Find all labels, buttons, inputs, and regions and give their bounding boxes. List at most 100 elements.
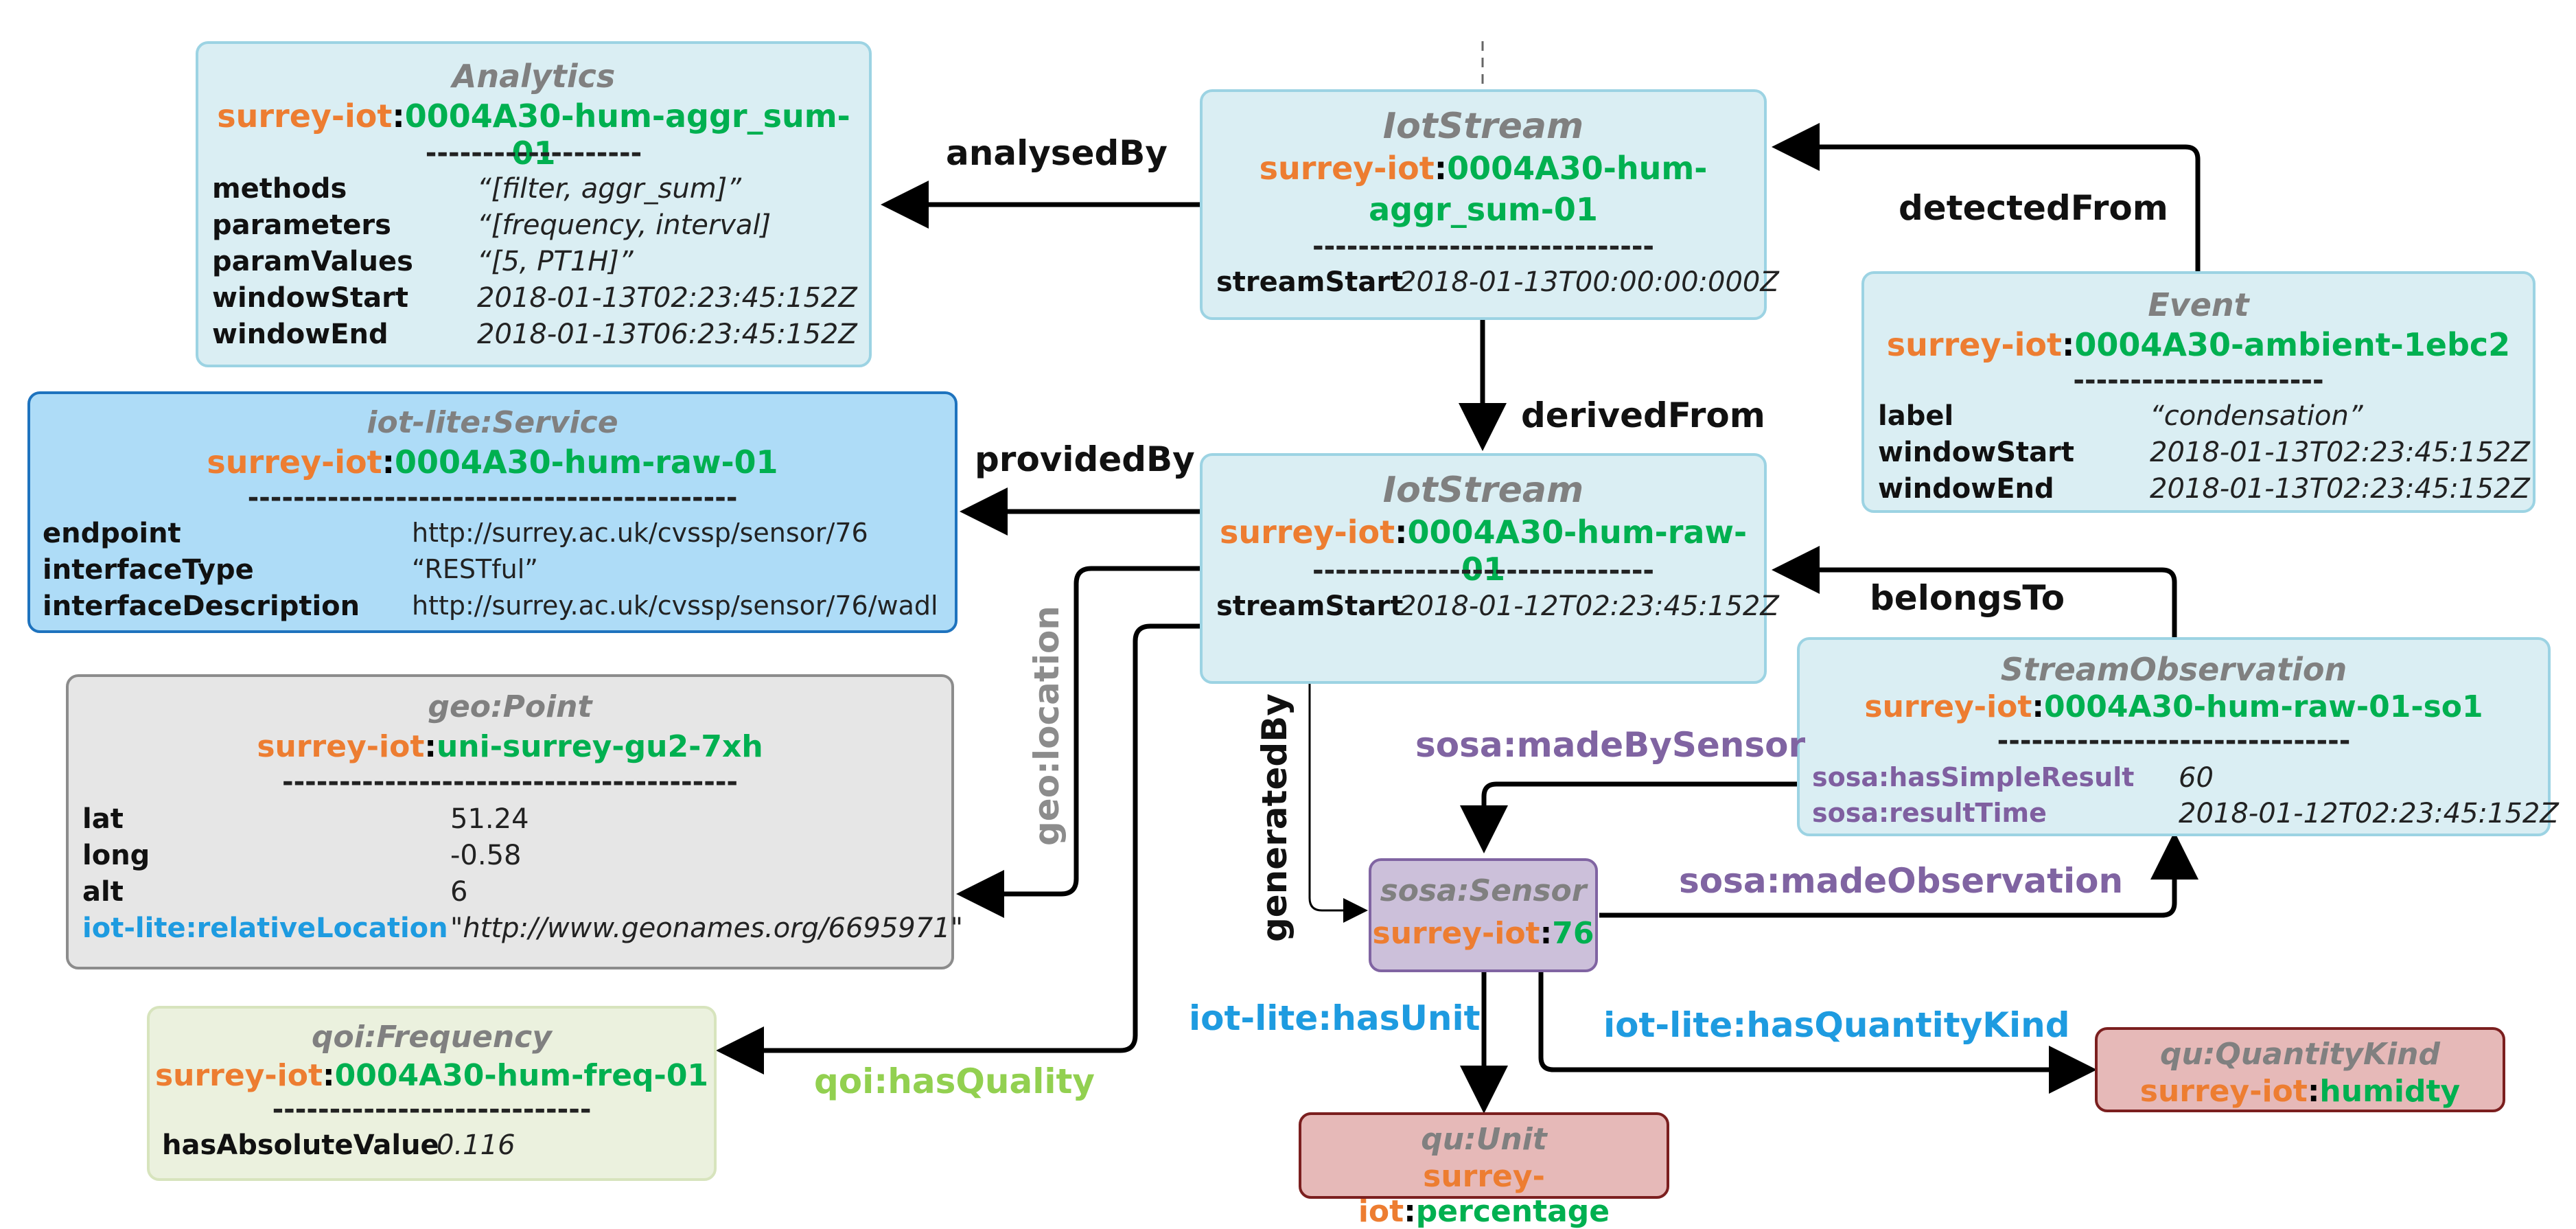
- separator: ------------------------------: [1312, 555, 1655, 586]
- id-suffix: 0004A30-hum-raw-01-so1: [2044, 689, 2483, 724]
- prop-key: endpoint: [43, 518, 181, 549]
- label-geo-location: geo:location: [1027, 606, 1067, 846]
- node-id: surrey-iot:0004A30-ambient-1ebc2: [1886, 326, 2511, 363]
- prop-key: hasAbsoluteValue: [162, 1129, 439, 1161]
- prop-key: sosa:hasSimpleResult: [1812, 762, 2135, 792]
- edge-has-quantity-kind: [1538, 972, 2097, 1094]
- node-type: geo:Point: [428, 689, 592, 724]
- node-type: StreamObservation: [2000, 651, 2347, 688]
- label-detected-from: detectedFrom: [1899, 188, 2168, 228]
- prop-key: streamStart: [1216, 590, 1404, 622]
- node-frequency[interactable]: qoi:Frequency surrey-iot:0004A30-hum-fre…: [147, 1006, 717, 1181]
- id-prefix: surrey-iot: [217, 97, 393, 135]
- id-prefix: surrey-iot: [1372, 916, 1540, 951]
- label-belongs-to: belongsTo: [1870, 578, 2065, 618]
- node-id: surrey-iot:0004A30-hum-freq-01: [154, 1058, 709, 1093]
- node-id: surrey-iot:0004A30-hum-aggr_sum-01: [217, 97, 850, 172]
- prop-value: 2018-01-13T00:00:00:000Z: [1399, 266, 1779, 298]
- node-iotstream-raw[interactable]: IotStream surrey-iot:0004A30-hum-raw-01 …: [1200, 453, 1779, 684]
- label-has-quality: qoi:hasQuality: [814, 1061, 1095, 1101]
- node-stream-observation[interactable]: StreamObservation surrey-iot:0004A30-hum…: [1797, 637, 2559, 836]
- node-id: surrey-iot:humidty: [2139, 1074, 2461, 1109]
- node-id: surrey-iot:0004A30-hum-raw-01: [1219, 514, 1748, 588]
- prop-key: windowStart: [1878, 437, 2074, 468]
- edge-geo-location: [956, 566, 1200, 918]
- node-type: sosa:Sensor: [1380, 873, 1587, 908]
- node-service[interactable]: iot-lite:Service surrey-iot:0004A30-hum-…: [27, 391, 958, 633]
- id-prefix: surrey-iot: [1864, 689, 2032, 724]
- prop-key: sosa:resultTime: [1812, 798, 2047, 828]
- prop-value: http://surrey.ac.uk/cvssp/sensor/76/wadl: [412, 590, 938, 621]
- id-suffix: 0004A30-hum-aggr_sum-01: [404, 97, 850, 172]
- node-type: qu:Unit: [1421, 1122, 1547, 1157]
- prop-value: 6: [450, 876, 468, 908]
- prop-value: “[5, PT1H]”: [477, 246, 634, 277]
- prop-value: "http://www.geonames.org/6695971": [450, 912, 964, 944]
- node-type: IotStream: [1382, 470, 1584, 511]
- prop-value: “[filter, aggr_sum]”: [477, 173, 741, 205]
- prop-value: 2018-01-13T06:23:45:152Z: [477, 319, 857, 350]
- edge-made-observation: [1599, 831, 2198, 918]
- separator: ------------------------------: [1312, 231, 1655, 262]
- prop-key: windowEnd: [1878, 473, 2054, 505]
- node-unit[interactable]: qu:Unit surrey-iot:percentage: [1299, 1112, 1669, 1229]
- label-analysed-by: analysedBy: [946, 133, 1168, 173]
- node-iotstream-aggr[interactable]: IotStream surrey-iot:0004A30-hum- aggr_s…: [1200, 89, 1779, 320]
- label-generated-by: generatedBy: [1255, 693, 1295, 942]
- id-prefix: surrey-iot: [1886, 326, 2062, 363]
- separator: ----------------------: [2073, 365, 2324, 396]
- prop-key: interfaceDescription: [43, 590, 360, 622]
- prop-key: parameters: [212, 209, 391, 241]
- id-prefix: surrey-iot: [207, 444, 382, 481]
- prop-value: “condensation”: [2150, 400, 2363, 432]
- label-made-by-sensor: sosa:madeBySensor: [1415, 725, 1806, 765]
- prop-value: “RESTful”: [412, 554, 538, 584]
- edge-belongs-to: [1772, 546, 2177, 637]
- node-type: IotStream: [1382, 106, 1584, 147]
- prop-key: long: [82, 840, 150, 871]
- node-id: surrey-iot:percentage: [1358, 1159, 1610, 1229]
- id-suffix: 0004A30-hum-raw-01: [394, 444, 778, 481]
- node-analytics[interactable]: Analytics surrey-iot:0004A30-hum-aggr_su…: [196, 41, 872, 367]
- prop-key: windowStart: [212, 282, 408, 314]
- separator: ----------------------------------------…: [247, 482, 738, 514]
- node-type: Analytics: [452, 58, 616, 95]
- prop-value: 60: [2179, 762, 2214, 794]
- node-event[interactable]: Event surrey-iot:0004A30-ambient-1ebc2 -…: [1861, 271, 2536, 513]
- node-id: surrey-iot:76: [1372, 916, 1594, 951]
- prop-value: “[frequency, interval]: [477, 209, 771, 241]
- node-type: qu:QuantityKind: [2160, 1037, 2440, 1072]
- id-suffix: 0004A30-ambient-1ebc2: [2074, 326, 2511, 363]
- node-geo-point[interactable]: geo:Point surrey-iot:uni-surrey-gu2-7xh …: [66, 674, 963, 969]
- prop-key: methods: [212, 173, 347, 205]
- node-sensor[interactable]: sosa:Sensor surrey-iot:76: [1369, 858, 1598, 972]
- prop-key: label: [1878, 400, 1954, 432]
- id-prefix: surrey-iot: [1259, 150, 1435, 187]
- id-prefix: surrey-iot: [1219, 514, 1395, 551]
- separator: ----------------------------------------: [281, 766, 739, 798]
- edge-detected-from: [1772, 123, 2201, 271]
- prop-key: windowEnd: [212, 319, 388, 350]
- node-id: surrey-iot:0004A30-hum-raw-01: [207, 444, 778, 481]
- prop-key: lat: [82, 803, 124, 835]
- node-type: iot-lite:Service: [367, 405, 618, 440]
- node-quantity-kind[interactable]: qu:QuantityKind surrey-iot:humidty: [2095, 1027, 2505, 1112]
- node-id: surrey-iot:uni-surrey-gu2-7xh: [257, 729, 763, 764]
- id-prefix: surrey-iot: [2139, 1074, 2308, 1109]
- prop-key: streamStart: [1216, 266, 1404, 298]
- label-has-unit: iot-lite:hasUnit: [1189, 998, 1481, 1038]
- separator: -------------------------------: [1997, 725, 2351, 757]
- prop-key: interfaceType: [43, 554, 254, 586]
- prop-key: paramValues: [212, 246, 413, 277]
- separator: ----------------------------: [272, 1094, 592, 1125]
- prop-value: 2018-01-13T02:23:45:152Z: [477, 282, 857, 314]
- separator: -------------------: [425, 137, 642, 169]
- node-type: qoi:Frequency: [312, 1020, 552, 1055]
- label-derived-from: derivedFrom: [1521, 395, 1765, 435]
- id-suffix: 0004A30-hum-raw-01: [1407, 514, 1748, 588]
- node-id: surrey-iot:0004A30-hum-: [1259, 150, 1708, 187]
- id-suffix: uni-surrey-gu2-7xh: [436, 729, 763, 764]
- node-id-cont: aggr_sum-01: [1369, 191, 1598, 228]
- id-suffix: 0004A30-hum-: [1447, 150, 1708, 187]
